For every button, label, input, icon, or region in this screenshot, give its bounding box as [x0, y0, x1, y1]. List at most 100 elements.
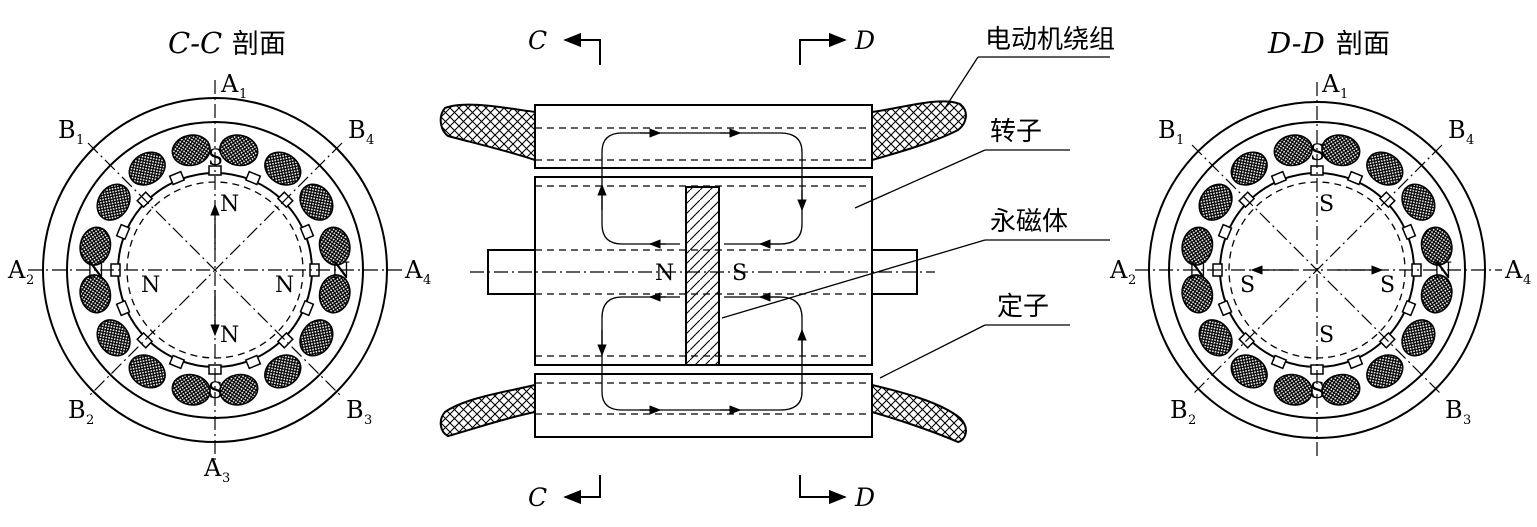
label-a1: A — [220, 70, 239, 98]
section-title-cjk: 剖面 — [232, 29, 286, 60]
stator-slot-winding — [1230, 354, 1268, 389]
pole-left: N — [86, 259, 105, 284]
label-b1: B — [1158, 116, 1176, 144]
stator-slot-winding — [171, 134, 211, 167]
rotor-tooth — [115, 299, 131, 317]
rotor-tooth — [1346, 170, 1364, 186]
longitudinal-view: C D C D N S — [439, 25, 1115, 512]
label-a2-sub: 2 — [26, 273, 34, 288]
rotor-tooth — [1401, 299, 1417, 317]
label-b4: B — [1448, 116, 1466, 144]
stator-slots — [1181, 134, 1453, 406]
stator-slot-winding — [96, 183, 131, 221]
end-winding-top-right — [871, 100, 967, 162]
label-a4-sub: 4 — [1523, 273, 1531, 288]
section-marker-d-top — [799, 39, 815, 65]
label-a1: A — [1321, 70, 1340, 98]
rotor-tooth — [1401, 223, 1417, 241]
rotor-pole-right: N — [275, 273, 294, 298]
callout-stator: 定子 — [997, 292, 1049, 322]
rotor-tooth — [168, 170, 186, 186]
label-b3-sub: 3 — [364, 413, 372, 428]
flux-loop-bottom — [601, 296, 803, 411]
label-a4: A — [1504, 256, 1523, 284]
stator-slot-winding — [1321, 373, 1361, 406]
end-winding-bottom-right — [871, 383, 967, 444]
stator-slots — [79, 134, 351, 406]
stator-slot-winding — [1366, 151, 1404, 186]
stator-slot-winding — [1321, 134, 1361, 167]
section-title-cjk: 剖面 — [1336, 29, 1390, 60]
stator-slot-winding — [318, 274, 351, 314]
rotor-tooth — [1270, 354, 1288, 370]
label-a4-sub: 4 — [423, 273, 431, 288]
pole-right: N — [331, 259, 350, 284]
rotor-tooth — [1270, 170, 1288, 186]
stator-top — [534, 104, 873, 169]
rotor-pole-right: S — [1380, 273, 1395, 298]
stator-slot-winding — [299, 183, 334, 221]
label-a1-sub: 1 — [1340, 87, 1348, 102]
section-marker-c-top — [585, 39, 601, 65]
label-a3-sub: 3 — [222, 471, 230, 486]
magnet-south: S — [732, 261, 747, 286]
rotor-tooth — [115, 223, 131, 241]
rotor-tooth — [1411, 263, 1422, 277]
stator-slot-winding — [1198, 319, 1233, 357]
section-d-d: D-D 剖面 A 1 A 2 A 4 B 1 B 2 B 3 B 4 S S N… — [1109, 26, 1531, 460]
end-winding-bottom-left — [439, 383, 536, 438]
marker-d-top: D — [854, 26, 875, 55]
rotor-tooth — [1217, 299, 1233, 317]
rotor-tooth — [168, 354, 186, 370]
stator-slot-winding — [1420, 274, 1453, 314]
label-b4-sub: 4 — [1466, 133, 1474, 148]
label-a1-sub: 1 — [239, 87, 247, 102]
pole-right: N — [1433, 259, 1452, 284]
stator-slot-winding — [79, 226, 112, 266]
marker-d-bottom: D — [854, 483, 875, 512]
label-b2: B — [1170, 396, 1188, 424]
stator-slot-winding — [219, 373, 259, 406]
stator-slot-winding — [318, 226, 351, 266]
stator-slot-winding — [171, 373, 211, 406]
label-b3: B — [346, 396, 364, 424]
flux-loop-top — [601, 132, 803, 245]
label-b2: B — [68, 396, 86, 424]
stator-slot-winding — [219, 134, 259, 167]
marker-c-bottom: C — [528, 483, 547, 512]
rotor-tooth — [244, 170, 262, 186]
section-c-c: C-C 剖面 A 1 A 2 A 3 A 4 B 1 B 2 B 3 B 4 — [7, 26, 431, 486]
stator-slot-winding — [1273, 134, 1313, 167]
stator-slot-winding — [264, 354, 302, 389]
pole-top: S — [208, 146, 223, 171]
stator-slot-winding — [128, 354, 166, 389]
section-title-letters: D-D — [1267, 26, 1325, 60]
label-a4: A — [404, 256, 423, 284]
stator-slot-winding — [1366, 354, 1404, 389]
stator-slot-winding — [128, 151, 166, 186]
axis-b4-b2 — [1191, 144, 1443, 396]
label-b3: B — [1445, 396, 1463, 424]
pole-top: S — [1310, 141, 1325, 166]
rotor-pole-up: N — [220, 192, 239, 217]
stator-slot-winding — [79, 274, 112, 314]
rotor-pole-left: N — [141, 273, 160, 298]
stator-slot-winding — [264, 151, 302, 186]
rotor-pole-left: S — [1240, 273, 1255, 298]
stator-bottom — [534, 373, 873, 438]
section-marker-c-bottom — [585, 475, 601, 498]
permanent-magnet — [685, 186, 720, 366]
pole-bottom: S — [208, 379, 223, 404]
stator-slot-winding — [1401, 183, 1436, 221]
section-title-letters: C-C — [168, 26, 222, 60]
stator-slot-winding — [1181, 226, 1214, 266]
label-a2: A — [7, 256, 26, 284]
stator-slot-winding — [1181, 274, 1214, 314]
rotor-tooth — [299, 223, 315, 241]
label-b2-sub: 2 — [1188, 413, 1196, 428]
stator-slot-winding — [1401, 319, 1436, 357]
label-b2-sub: 2 — [86, 413, 94, 428]
callout-winding: 电动机绕组 — [985, 25, 1115, 55]
